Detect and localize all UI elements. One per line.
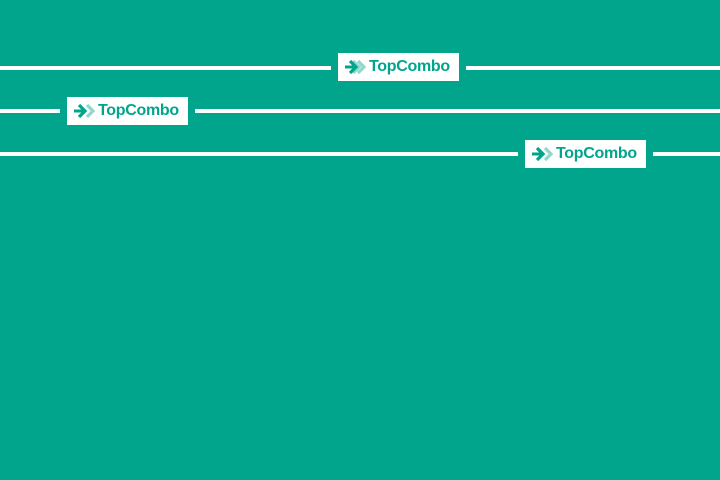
topcombo-badge: TopCombo xyxy=(525,140,646,168)
topcombo-badge: TopCombo xyxy=(338,53,459,81)
topcombo-badge: TopCombo xyxy=(67,97,188,125)
badge-label: TopCombo xyxy=(98,102,179,119)
divider-line xyxy=(0,152,518,156)
divider-line xyxy=(0,66,331,70)
divider-line xyxy=(195,109,720,113)
divider-line xyxy=(466,66,720,70)
divider-line xyxy=(0,109,60,113)
double-arrow-icon xyxy=(344,59,366,75)
divider-line xyxy=(653,152,720,156)
double-arrow-icon xyxy=(531,146,553,162)
badge-label: TopCombo xyxy=(556,145,637,162)
double-arrow-icon xyxy=(73,103,95,119)
badge-label: TopCombo xyxy=(369,58,450,75)
